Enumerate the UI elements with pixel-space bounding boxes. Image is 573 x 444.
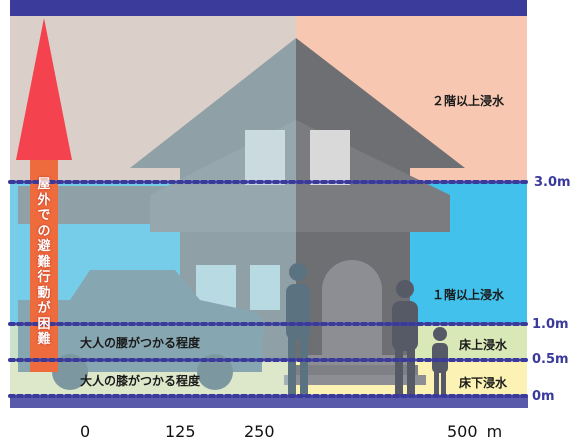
evacuation-arrow-head: [16, 18, 72, 160]
car-silhouette: [18, 270, 264, 372]
scale-tick-250: 250: [244, 422, 275, 441]
top-bar: [10, 0, 527, 16]
evacuation-text: 屋外での避難行動が困難: [37, 177, 51, 347]
scale-tick-125: 125: [165, 422, 196, 441]
scale-tick-500: 500 m: [447, 422, 502, 441]
label-knee: 大人の膝がつかる程度: [80, 374, 201, 388]
label-below-floor: 床下浸水: [459, 376, 508, 390]
depth-label-3m: 3.0m: [534, 175, 571, 190]
scale-tick-0: 0: [80, 422, 91, 441]
label-above-floor: 床上浸水: [459, 338, 508, 352]
scale-unit: m: [486, 422, 503, 441]
scale-tick-500-value: 500: [447, 422, 478, 441]
ground-line: [10, 396, 528, 408]
person-child: [432, 327, 448, 396]
depth-label-1m: 1.0m: [532, 317, 569, 332]
evacuation-arrow-shaft: [30, 160, 58, 372]
label-floor2: ２階以上浸水: [432, 94, 505, 108]
label-waist: 大人の腰がつかる程度: [80, 336, 201, 350]
depth-label-0-5m: 0.5m: [532, 352, 569, 367]
car-wheel: [197, 354, 233, 390]
label-floor1: １階以上浸水: [432, 288, 505, 302]
car-wheel: [52, 354, 88, 390]
depth-label-0m: 0m: [532, 389, 555, 404]
